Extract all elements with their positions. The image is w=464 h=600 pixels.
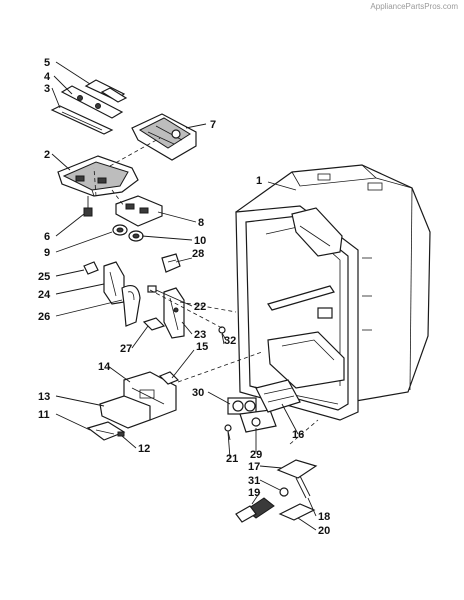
callout-17: 17: [248, 461, 260, 473]
part-3-bracket: [50, 105, 114, 135]
part-4-lamp-board: [60, 85, 124, 119]
assembly-dashes: [93, 137, 319, 445]
part-32-screw: [218, 326, 227, 341]
callout-7: 7: [210, 119, 216, 131]
part-5-lamp-cover: [84, 79, 128, 103]
part-13-drawer-front: [99, 395, 151, 429]
part-23-hinge-arm: [163, 287, 185, 339]
callout-24: 24: [38, 289, 51, 301]
part-20-cover: [278, 503, 316, 521]
part-10-socket: [128, 230, 144, 242]
part-25-clip: [83, 261, 99, 275]
callout-14: 14: [98, 361, 111, 373]
callout-labels: 5 4 3 2 7 1 8 6 9 10 28 25 22 24 26 23 1…: [38, 57, 330, 537]
leader-lines: [51, 61, 317, 531]
callout-10: 10: [194, 235, 206, 247]
watermark: AppliancePartsPros.com: [370, 2, 458, 11]
callout-9: 9: [44, 247, 50, 259]
callout-29: 29: [250, 449, 262, 461]
callout-19: 19: [248, 487, 260, 499]
part-2-housing: [57, 155, 139, 197]
callout-21: 21: [226, 453, 238, 465]
callout-12: 12: [138, 443, 150, 455]
callout-13: 13: [38, 391, 50, 403]
callout-6: 6: [44, 231, 50, 243]
callout-15: 15: [196, 341, 208, 353]
callout-26: 26: [38, 311, 50, 323]
part-7-cover: [131, 113, 197, 161]
part-11-control-panel: [86, 421, 126, 441]
callout-30: 30: [192, 387, 204, 399]
part-31-connector: [279, 487, 289, 497]
callout-8: 8: [198, 217, 204, 229]
part-27-bracket: [142, 317, 166, 331]
part-15-bracket: [158, 371, 180, 385]
part-19-filter: [235, 497, 275, 523]
part-1-cabinet-liner: [235, 164, 431, 421]
part-22-pin: [147, 285, 157, 293]
callout-3: 3: [44, 83, 50, 95]
callout-32: 32: [224, 335, 236, 347]
callout-22: 22: [194, 301, 206, 313]
part-8-switch: [115, 195, 163, 227]
part-26-cam: [121, 285, 141, 327]
part-24-bracket: [103, 261, 125, 305]
part-9-socket: [112, 224, 128, 236]
part-16-heater: [255, 379, 301, 413]
callout-4: 4: [44, 71, 51, 83]
callout-27: 27: [120, 343, 132, 355]
callout-16: 16: [292, 429, 304, 441]
part-30-fan-motor: [227, 397, 257, 415]
callout-28: 28: [192, 248, 204, 260]
part-12-screw: [117, 431, 125, 437]
part-29-fan-bracket: [239, 409, 277, 433]
part-17-tube-holder: [276, 459, 318, 479]
callout-31: 31: [248, 475, 260, 487]
part-6-connector: [83, 196, 93, 217]
callout-2: 2: [44, 149, 50, 161]
callout-1: 1: [256, 175, 262, 187]
part-28-bracket: [161, 253, 181, 273]
callout-5: 5: [44, 57, 50, 69]
callout-18: 18: [318, 511, 330, 523]
part-18-tube: [295, 475, 311, 499]
callout-11: 11: [38, 409, 50, 421]
callout-25: 25: [38, 271, 50, 283]
callout-23: 23: [194, 329, 206, 341]
callout-20: 20: [318, 525, 330, 537]
